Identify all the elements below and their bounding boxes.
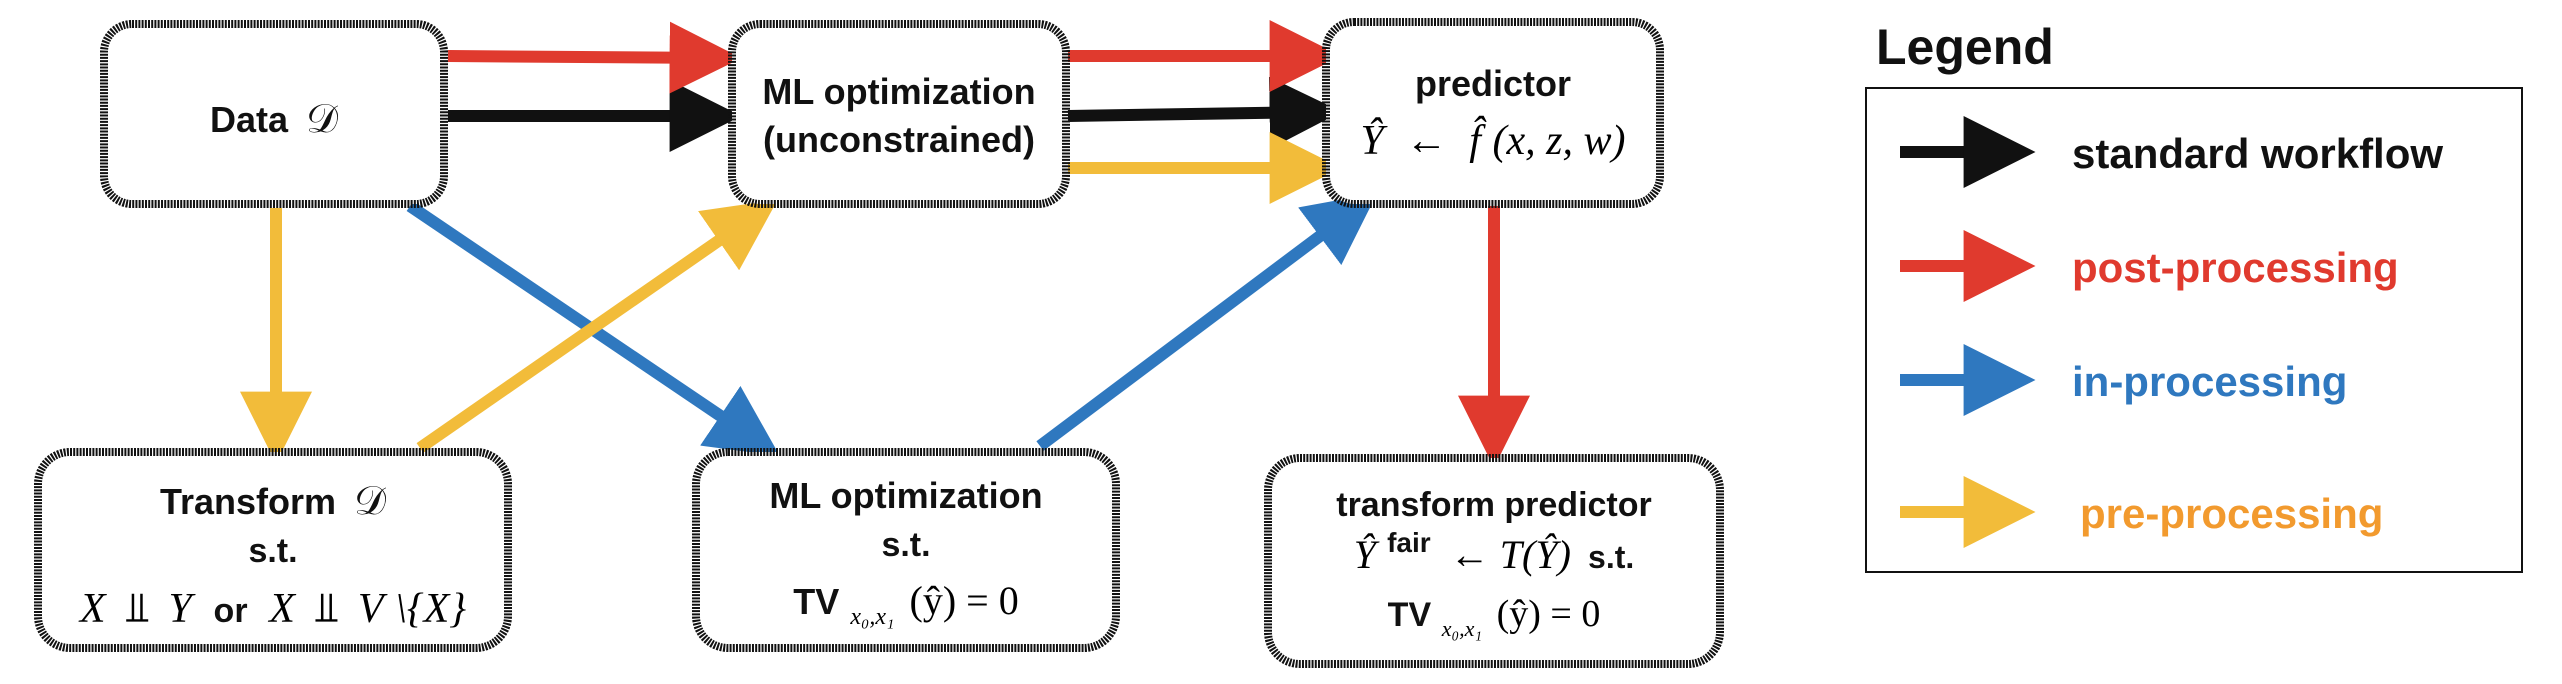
box-transform-data: Transform 𝒟 s.t. X ⫫ Y or X ⫫ V \{X} — [34, 448, 512, 652]
transform-predictor-tv: TV x₀,x₁ (ŷ) = 0 — [1388, 593, 1601, 645]
arrow-in-mlconstrained-to-predictor — [1036, 193, 1378, 451]
ml-unconstrained-line1: ML optimization — [762, 71, 1035, 112]
predictor-formula: Ŷ ← f̂ (x, z, w) — [1360, 115, 1625, 164]
arrow-pre-transform-to-ml — [416, 199, 778, 453]
data-symbol: 𝒟 — [306, 96, 338, 141]
legend-label-standard: standard workflow — [2072, 130, 2443, 177]
transform-predictor-line1: transform predictor — [1336, 486, 1652, 524]
svg-text:Transform 𝒟: Transform 𝒟 — [160, 478, 386, 523]
ml-unconstrained-line2: (unconstrained) — [763, 119, 1035, 160]
legend-label-in: in-processing — [2072, 358, 2347, 405]
ml-constrained-tv: TV x₀,x₁ (ŷ) = 0 — [793, 578, 1018, 633]
transform-data-line1: Transform — [160, 481, 336, 522]
legend-item-standard: standard workflow — [1900, 116, 2443, 188]
legend-item-post: post-processing — [1900, 230, 2399, 302]
box-transform-predictor: transform predictor Ŷ fair ← T(Ŷ) s.t. T… — [1264, 454, 1724, 668]
legend-label-pre: pre-processing — [2080, 490, 2383, 537]
arrow-in-data-to-mlconstrained — [406, 201, 780, 457]
arrow-standard-ml-to-predictor — [1067, 76, 1342, 149]
box-predictor: predictor Ŷ ← f̂ (x, z, w) — [1322, 18, 1664, 208]
arrow-post-data-to-ml — [447, 21, 742, 94]
legend-item-pre: pre-processing — [1900, 476, 2383, 548]
svg-text:Data 𝒟: Data 𝒟 — [210, 96, 338, 141]
box-ml-constrained: ML optimization s.t. TV x₀,x₁ (ŷ) = 0 — [692, 448, 1120, 652]
legend-title: Legend — [1876, 19, 2054, 75]
data-label: Data — [210, 99, 289, 140]
transform-predictor-formula: Ŷ fair ← T(Ŷ) s.t. — [1354, 517, 1635, 577]
transform-data-condition: X ⫫ Y or X ⫫ V \{X} — [78, 584, 466, 632]
transform-data-st: s.t. — [248, 532, 297, 570]
ml-constrained-st: s.t. — [881, 526, 930, 564]
predictor-line1: predictor — [1415, 63, 1571, 104]
box-ml-unconstrained: ML optimization (unconstrained) — [728, 20, 1070, 208]
legend-label-post: post-processing — [2072, 244, 2399, 291]
ml-constrained-line1: ML optimization — [769, 475, 1042, 516]
transform-data-symbol: 𝒟 — [354, 478, 386, 523]
box-data: Data 𝒟 — [100, 20, 448, 208]
legend-item-in: in-processing — [1900, 344, 2347, 416]
